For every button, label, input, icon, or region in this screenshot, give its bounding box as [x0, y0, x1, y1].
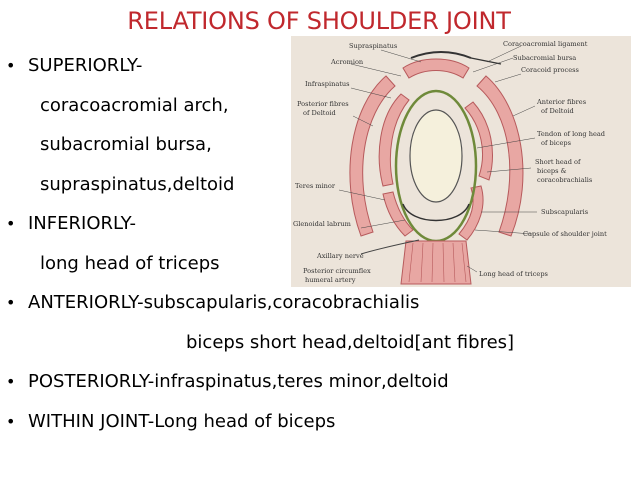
inferiorly-item: long head of triceps [40, 253, 220, 274]
triceps-fibres [408, 242, 467, 283]
acromion-bone [410, 51, 472, 59]
slide-title: RELATIONS OF SHOULDER JOINT [127, 7, 511, 35]
label-posterior-fibres: Posterior fibres [297, 100, 349, 108]
anterior-deltoid-muscle [476, 75, 524, 237]
bullet: • [6, 214, 16, 233]
bullet: • [6, 293, 16, 312]
superiorly-item: coracoacromial arch, [40, 95, 229, 116]
label-coracoid-process: Coracoid process [521, 66, 580, 74]
short-head-biceps-muscle [464, 101, 493, 181]
supraspinatus-muscle [402, 58, 470, 79]
label-tendon-long-head: Tendon of long head [537, 130, 606, 138]
humeral-head [409, 109, 463, 203]
label-long-head-triceps: Long head of triceps [479, 270, 549, 278]
label-capsule: Capsule of shoulder joint [523, 230, 607, 238]
label-subscapularis: Subscapularis [541, 208, 589, 216]
leader-lines [338, 45, 537, 273]
label-posterior-circumflex: Posterior circumflex [303, 267, 371, 275]
label-of-deltoid-left: of Deltoid [303, 109, 337, 117]
label-teres-minor: Teres minor [295, 182, 336, 190]
infraspinatus-muscle [378, 93, 410, 187]
diagram-svg: Supraspinatus Acromion Infraspinatus Pos… [293, 40, 607, 285]
glenoidal-labrum [402, 203, 470, 222]
label-of-biceps: of biceps [541, 139, 572, 147]
bullet: • [6, 372, 16, 391]
teres-minor-muscle [382, 191, 414, 237]
shoulder-joint-diagram: Supraspinatus Acromion Infraspinatus Pos… [291, 36, 631, 287]
label-supraspinatus: Supraspinatus [349, 42, 398, 50]
inferiorly-heading: INFERIORLY- [28, 213, 136, 234]
superiorly-heading: SUPERIORLY- [28, 55, 143, 76]
superiorly-item: supraspinatus,deltoid [40, 174, 235, 195]
label-of-deltoid-right: of Deltoid [541, 107, 575, 115]
axillary-nerve-strand [360, 239, 420, 255]
label-biceps-and: biceps & [537, 167, 567, 175]
label-coracoacromial-ligament: Coracoacromial ligament [503, 40, 588, 48]
label-short-head-of: Short head of [535, 158, 581, 166]
posterior-deltoid-muscle [349, 75, 396, 237]
posteriorly-line: POSTERIORLY-infraspinatus,teres minor,de… [28, 371, 449, 392]
bullet: • [6, 412, 16, 431]
label-humeral-artery: humeral artery [305, 276, 356, 284]
label-subacromial-bursa: Subacromial bursa [513, 54, 576, 62]
label-axillary-nerve: Axillary nerve [316, 252, 364, 260]
label-glenoidal-labrum: Glenoidal labrum [293, 220, 352, 228]
long-head-triceps-muscle [400, 240, 472, 285]
anteriorly-continuation: biceps short head,deltoid[ant fibres] [186, 332, 515, 353]
anteriorly-line: ANTERIORLY-subscapularis,coracobrachiali… [28, 292, 420, 313]
bullet: • [6, 56, 16, 75]
coracoid-ligament [470, 57, 502, 65]
label-anterior-fibres: Anterior fibres [536, 98, 587, 106]
label-coracobrachialis: coracobrachialis [537, 176, 593, 184]
label-infraspinatus: Infraspinatus [305, 80, 350, 88]
superiorly-item: subacromial bursa, [40, 134, 212, 155]
within-joint-line: WITHIN JOINT-Long head of biceps [28, 411, 336, 432]
label-acromion: Acromion [330, 58, 364, 66]
